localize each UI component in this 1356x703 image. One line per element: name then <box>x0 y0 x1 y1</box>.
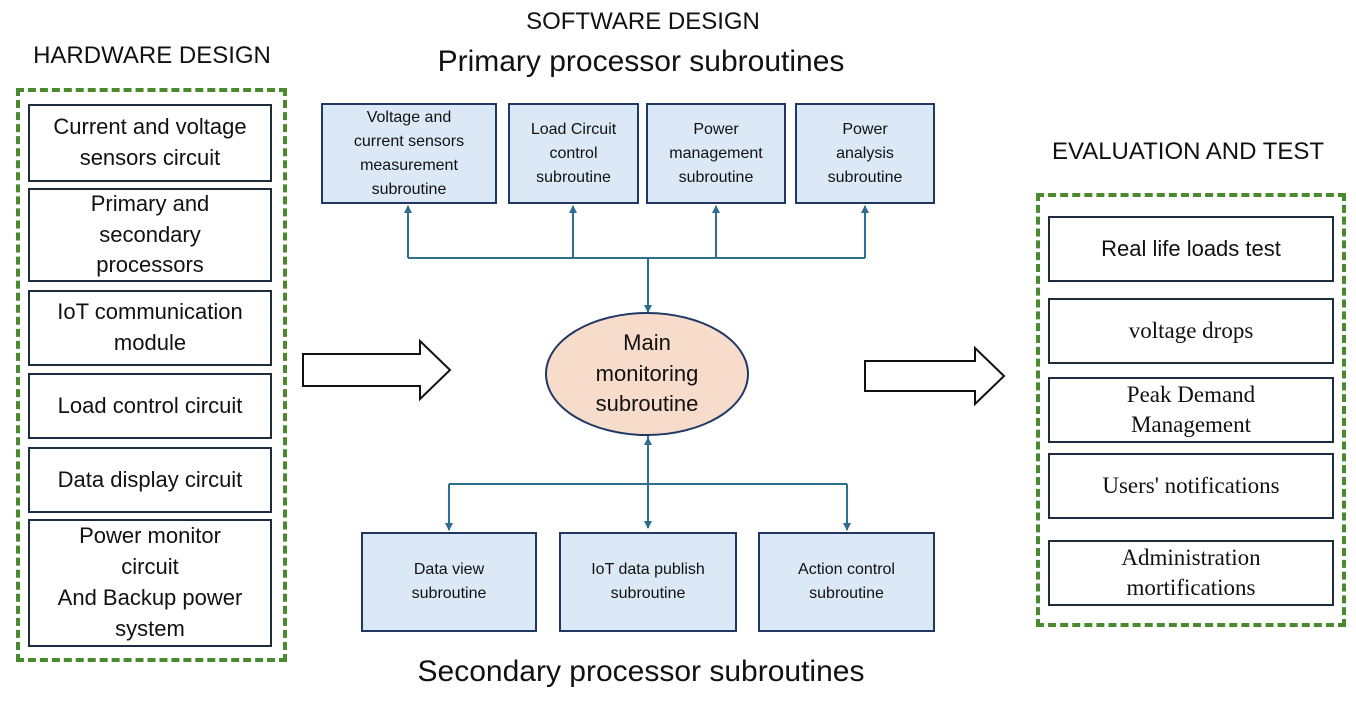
evaluation-item-real-life-loads: Real life loads test <box>1048 216 1334 282</box>
hardware-item-iot-module: IoT communication module <box>28 290 272 366</box>
hardware-item-power-monitor: Power monitor circuit And Backup power s… <box>28 519 272 647</box>
evaluation-item-voltage-drops: voltage drops <box>1048 298 1334 364</box>
evaluation-title: EVALUATION AND TEST <box>1051 138 1325 165</box>
hardware-title: HARDWARE DESIGN <box>33 42 271 69</box>
secondary-processor-title: Secondary processor subroutines <box>417 655 865 688</box>
subroutine-power-analysis: Power analysis subroutine <box>795 103 935 204</box>
subroutine-load-circuit-control: Load Circuit control subroutine <box>508 103 639 204</box>
main-monitoring-subroutine: Main monitoring subroutine <box>545 312 749 436</box>
subroutine-power-management: Power management subroutine <box>646 103 786 204</box>
hardware-item-processors: Primary and secondary processors <box>28 188 272 282</box>
primary-connectors <box>404 205 869 313</box>
subroutine-sensor-measurement: Voltage and current sensors measurement … <box>321 103 497 204</box>
subroutine-iot-data-publish: IoT data publish subroutine <box>559 532 737 632</box>
evaluation-item-peak-demand: Peak Demand Management <box>1048 377 1334 443</box>
hardware-item-load-control: Load control circuit <box>28 373 272 439</box>
hardware-item-sensors: Current and voltage sensors circuit <box>28 104 272 182</box>
evaluation-item-administration: Administration mortifications <box>1048 540 1334 606</box>
subroutine-action-control: Action control subroutine <box>758 532 935 632</box>
primary-processor-title: Primary processor subroutines <box>437 45 845 78</box>
hardware-group <box>16 88 287 662</box>
evaluation-item-user-notifications: Users' notifications <box>1048 453 1334 519</box>
hardware-item-data-display: Data display circuit <box>28 447 272 513</box>
software-title: SOFTWARE DESIGN <box>526 8 760 35</box>
evaluation-group <box>1036 193 1346 627</box>
hardware-to-software-arrow <box>302 338 452 402</box>
software-to-evaluation-arrow <box>864 345 1006 407</box>
subroutine-data-view: Data view subroutine <box>361 532 537 632</box>
secondary-connectors <box>445 436 851 531</box>
